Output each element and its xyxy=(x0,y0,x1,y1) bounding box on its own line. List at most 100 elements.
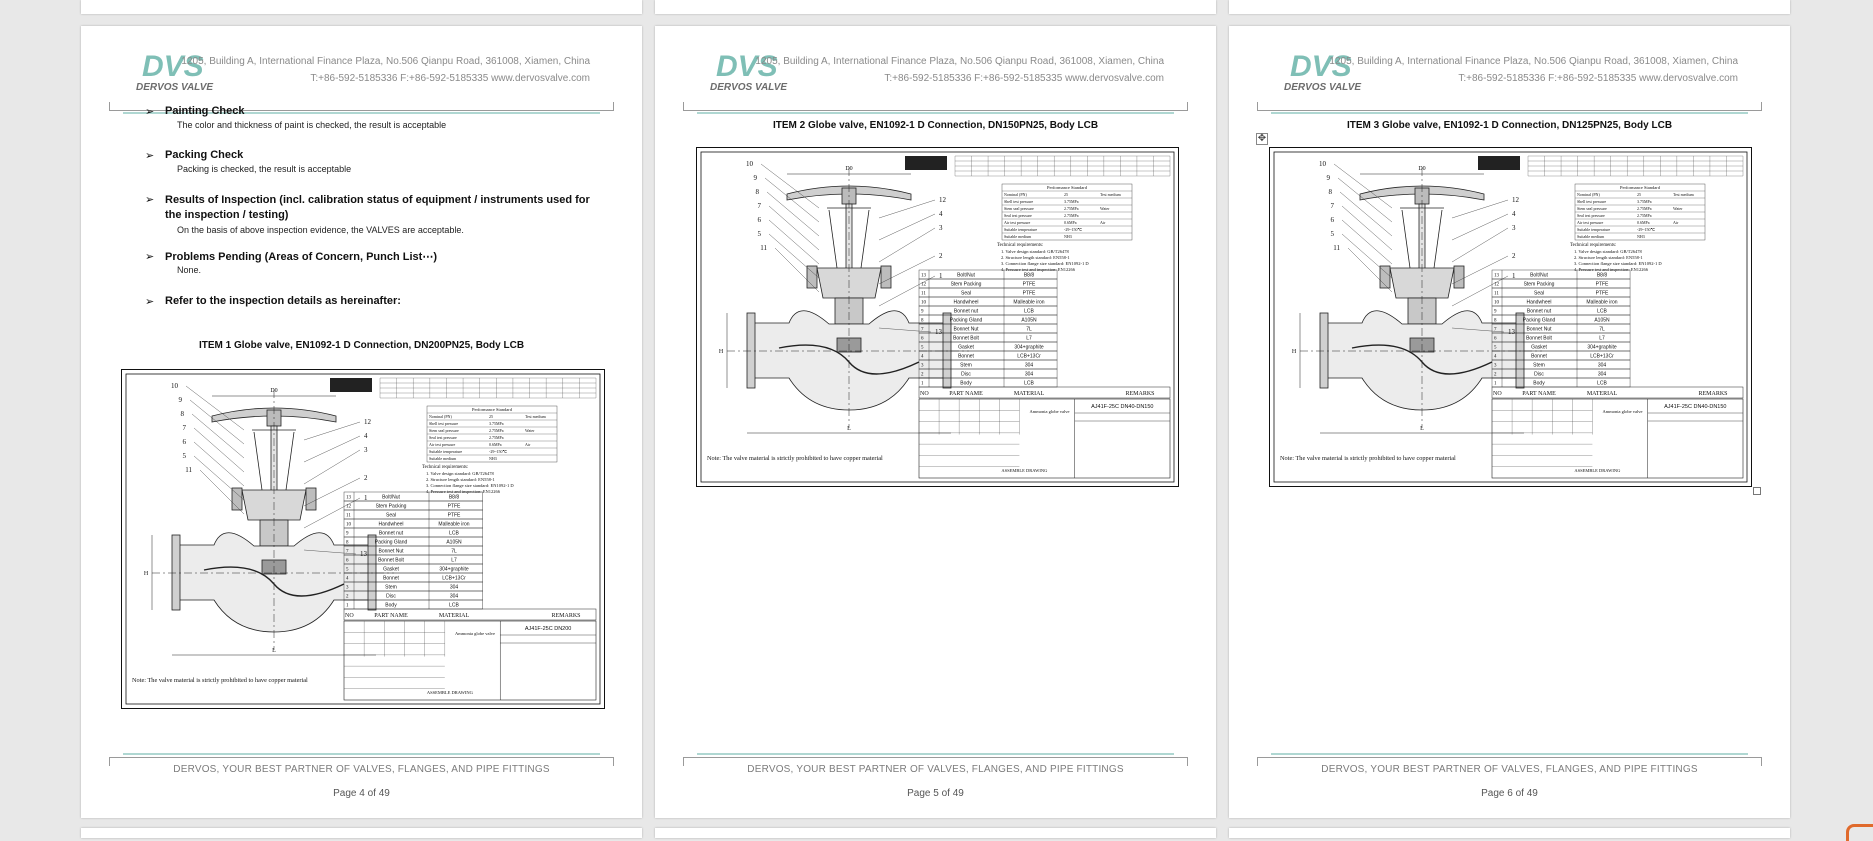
page-stub-bottom-3 xyxy=(1229,828,1790,838)
drawing-note: Note: The valve material is strictly pro… xyxy=(132,677,308,684)
callout-leader xyxy=(878,255,936,285)
callout-leader xyxy=(303,435,361,463)
callout-number: 1 xyxy=(1512,272,1516,280)
parts-row xyxy=(343,500,483,511)
section-title: Packing Check xyxy=(165,149,244,161)
header-rule xyxy=(109,102,614,114)
perf-table-cell: NH3 xyxy=(1064,234,1072,239)
parts-header-no: NO xyxy=(345,613,354,619)
title-block xyxy=(918,398,1171,479)
parts-no: 7 xyxy=(346,550,349,555)
perf-table-cell: 2.75MPa xyxy=(1637,206,1652,211)
svg-text:DERVOS VALVE: DERVOS VALVE xyxy=(1284,82,1361,92)
callout-number: 5 xyxy=(758,230,762,238)
perf-table-title: Performance Standard xyxy=(472,407,513,412)
tech-req-line: 4. Pressure test and inspection: EN12266 xyxy=(426,489,501,494)
parts-no: 9 xyxy=(346,532,349,537)
tech-req-title: Technical requirements: xyxy=(422,465,468,470)
parts-header-row xyxy=(918,386,1171,399)
flange-right xyxy=(942,312,952,389)
perf-table-cell: 2.75MPa xyxy=(489,435,504,440)
page-number: Page 6 of 49 xyxy=(1481,788,1538,799)
dim-label-l: L xyxy=(847,426,851,432)
parts-no: 8 xyxy=(1494,319,1497,324)
callout-number: 1 xyxy=(364,494,368,502)
perf-table-cell: Nominal (PN) xyxy=(429,414,452,419)
assembly-label: ASSEMBLE DRAWING xyxy=(1574,468,1621,473)
perf-table-cell: Air test pressure xyxy=(1004,220,1030,225)
callout-leader xyxy=(768,233,820,279)
tech-req-line: 3. Connection flange size standard: EN10… xyxy=(426,483,514,488)
parts-material: 7L xyxy=(451,549,457,555)
parts-row xyxy=(918,377,1058,388)
callout-number: 6 xyxy=(1331,216,1335,224)
section-title: Painting Check xyxy=(165,105,245,117)
scale-badge xyxy=(330,378,372,392)
tech-req-line: 1. Valve design standard: GB/T26478 xyxy=(1574,249,1643,254)
callout-leader xyxy=(193,455,245,501)
parts-row xyxy=(1491,287,1631,298)
perf-table-cell: Suitable temperature xyxy=(1577,227,1610,232)
resize-handle-icon[interactable] xyxy=(1753,487,1761,495)
perf-table-cell: Shell test pressure xyxy=(1004,199,1033,204)
perf-table-cell: Shell test pressure xyxy=(429,421,458,426)
flange-right xyxy=(1515,312,1525,389)
section-body: The color and thickness of paint is chec… xyxy=(177,120,447,130)
section-title: Problems Pending (Areas of Concern, Punc… xyxy=(165,251,437,263)
callout-number: 12 xyxy=(1512,196,1520,204)
parts-name: Body xyxy=(1533,381,1545,387)
parts-header-name: PART NAME xyxy=(949,391,983,397)
dervos-logo: DVS DERVOS VALVE xyxy=(1284,48,1394,93)
parts-material: B8/8 xyxy=(1024,273,1035,279)
callout-leader xyxy=(303,549,357,555)
parts-row xyxy=(343,599,483,610)
callout-number: 2 xyxy=(364,474,368,482)
svg-text:DVS: DVS xyxy=(142,50,204,83)
parts-name: Bonnet Bolt xyxy=(378,558,404,564)
bonnet-bolt-left xyxy=(806,265,818,289)
parts-no: 10 xyxy=(921,301,927,306)
parts-material: LCB xyxy=(1024,381,1034,387)
bonnet-bolt-right xyxy=(1453,265,1465,289)
callout-leader xyxy=(303,477,361,507)
parts-material: LCB xyxy=(1024,309,1034,315)
perf-table-cell: Seal test pressure xyxy=(429,435,457,440)
parts-material: A105N xyxy=(1594,318,1610,324)
perf-table-cell: Suitable medium xyxy=(1577,234,1605,239)
parts-name: Bonnet nut xyxy=(954,309,979,315)
parts-no: 6 xyxy=(1494,337,1497,342)
callout-leader xyxy=(768,205,820,251)
section-results-of-inspection: ➢Results of Inspection (incl. calibratio… xyxy=(145,193,592,235)
dim-label-h: H xyxy=(144,571,149,577)
page-number: Page 4 of 49 xyxy=(333,788,390,799)
parts-material: LCB xyxy=(449,531,459,537)
callout-leader xyxy=(1451,275,1509,307)
callout-leader xyxy=(878,213,936,241)
valve-section-view xyxy=(151,390,394,656)
callout-leader xyxy=(191,413,245,459)
perf-table-cell: 25 xyxy=(1064,192,1068,197)
parts-material: 304 xyxy=(1598,372,1607,378)
callout-number: 3 xyxy=(1512,224,1516,232)
perf-table-title: Performance Standard xyxy=(1620,185,1661,190)
callout-number: 2 xyxy=(1512,252,1516,260)
parts-header-material: MATERIAL xyxy=(439,613,470,619)
callout-number: 10 xyxy=(746,160,754,168)
parts-no: 3 xyxy=(346,586,349,591)
perf-table-cell: Water xyxy=(525,428,535,433)
parts-name: Bolt/Nut xyxy=(1530,273,1548,279)
perf-table-cell: 2.75MPa xyxy=(1064,213,1079,218)
perf-table-cell: 0.6MPa xyxy=(489,442,502,447)
footer-rule xyxy=(683,753,1188,766)
move-handle-icon[interactable]: ✥ xyxy=(1256,133,1268,145)
parts-name: Stem xyxy=(385,585,397,591)
callout-number: 6 xyxy=(183,438,187,446)
callout-number: 9 xyxy=(1327,174,1331,182)
perf-table-cell: 2.75MPa xyxy=(1064,206,1079,211)
valve-name-label: Ammonia globe valve xyxy=(1603,409,1643,414)
parts-name: Packing Gland xyxy=(950,318,983,324)
svg-text:DERVOS VALVE: DERVOS VALVE xyxy=(710,82,787,92)
parts-no: 7 xyxy=(921,328,924,333)
